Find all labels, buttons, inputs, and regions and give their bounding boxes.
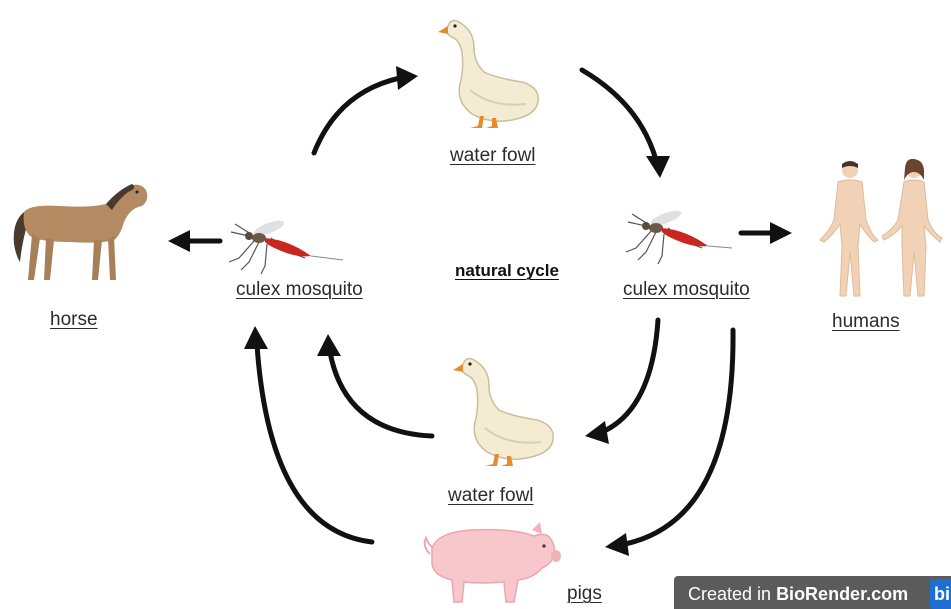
arrow-pigs-to-mosquito-left — [257, 345, 372, 542]
watermark-text: Created in BioRender.com — [688, 576, 908, 609]
label-humans: humans — [832, 311, 900, 333]
arrow-heads — [168, 66, 792, 556]
mosquito-icon — [229, 218, 343, 274]
cycle-arrows — [188, 70, 775, 544]
arrow-waterfowl-bottom-to-mosquito-left — [330, 352, 432, 436]
humans-icon — [820, 159, 942, 296]
arrowhead-icon — [396, 66, 418, 90]
label-culex-mosquito-right: culex mosquito — [623, 279, 750, 301]
arrowhead-icon — [605, 533, 629, 556]
biorender-logo-icon: bi — [930, 579, 951, 609]
label-pigs: pigs — [567, 583, 602, 605]
watermark-brand: BioRender.com — [776, 584, 908, 604]
pig-icon — [425, 522, 561, 602]
label-culex-mosquito-left: culex mosquito — [236, 279, 363, 301]
arrowhead-icon — [317, 334, 341, 356]
arrowhead-icon — [770, 222, 792, 244]
arrowhead-icon — [168, 230, 190, 252]
goose-icon — [438, 20, 538, 128]
mosquito-icon — [626, 208, 732, 264]
goose-icon — [453, 358, 553, 466]
arrow-mosquito-right-to-pigs — [625, 330, 733, 544]
label-natural-cycle: natural cycle — [455, 261, 559, 281]
label-water-fowl-top: water fowl — [450, 145, 536, 167]
label-water-fowl-bottom: water fowl — [448, 485, 534, 507]
horse-icon — [14, 184, 148, 280]
watermark-prefix: Created in — [688, 584, 776, 604]
arrow-mosquito-right-to-waterfowl-bottom — [602, 320, 658, 432]
arrow-waterfowl-top-to-mosquito-right — [582, 70, 656, 160]
arrowhead-icon — [585, 421, 609, 444]
arrowhead-icon — [646, 156, 670, 178]
biorender-watermark[interactable]: Created in BioRender.com bi — [674, 576, 951, 609]
arrow-mosquito-left-to-waterfowl-top — [314, 78, 400, 153]
arrowhead-icon — [244, 326, 268, 349]
label-horse: horse — [50, 309, 98, 331]
